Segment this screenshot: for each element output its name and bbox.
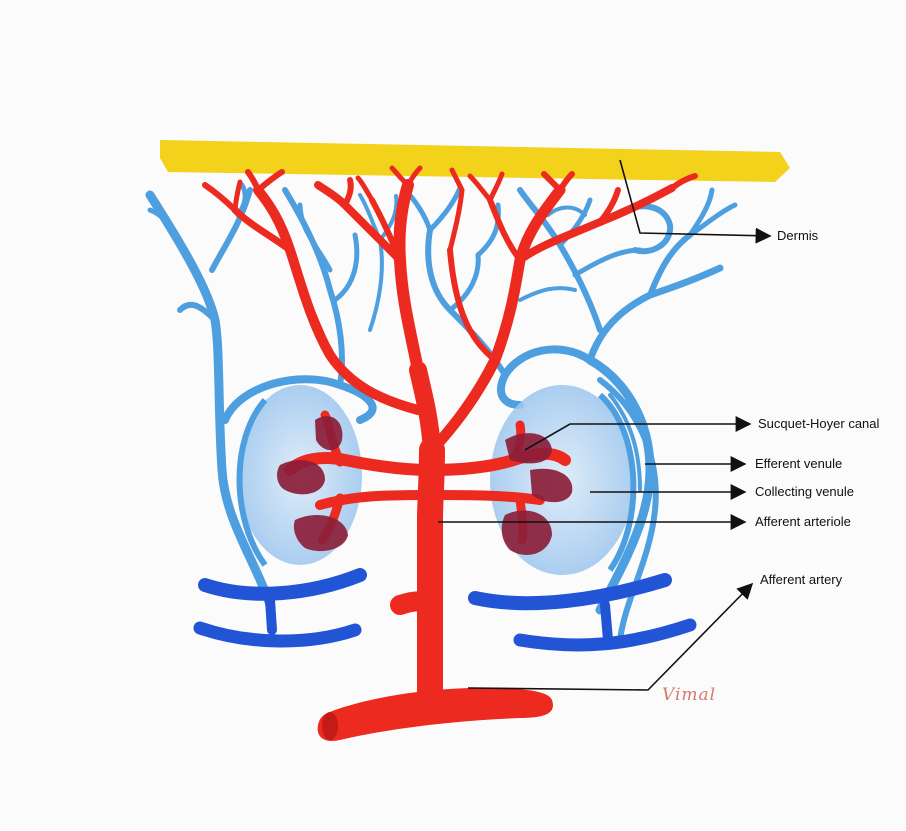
label-dermis: Dermis	[777, 228, 818, 244]
label-sucquet-hoyer-canal: Sucquet-Hoyer canal	[758, 416, 879, 432]
afferent-artery-lumen	[322, 712, 338, 740]
afferent-artery-vessel	[318, 688, 553, 741]
label-afferent-arteriole: Afferent arteriole	[755, 514, 851, 530]
label-afferent-artery: Afferent artery	[760, 572, 842, 588]
artist-signature: Vimal	[662, 685, 716, 705]
label-efferent-venule: Efferent venule	[755, 456, 842, 472]
label-collecting-venule: Collecting venule	[755, 484, 854, 500]
